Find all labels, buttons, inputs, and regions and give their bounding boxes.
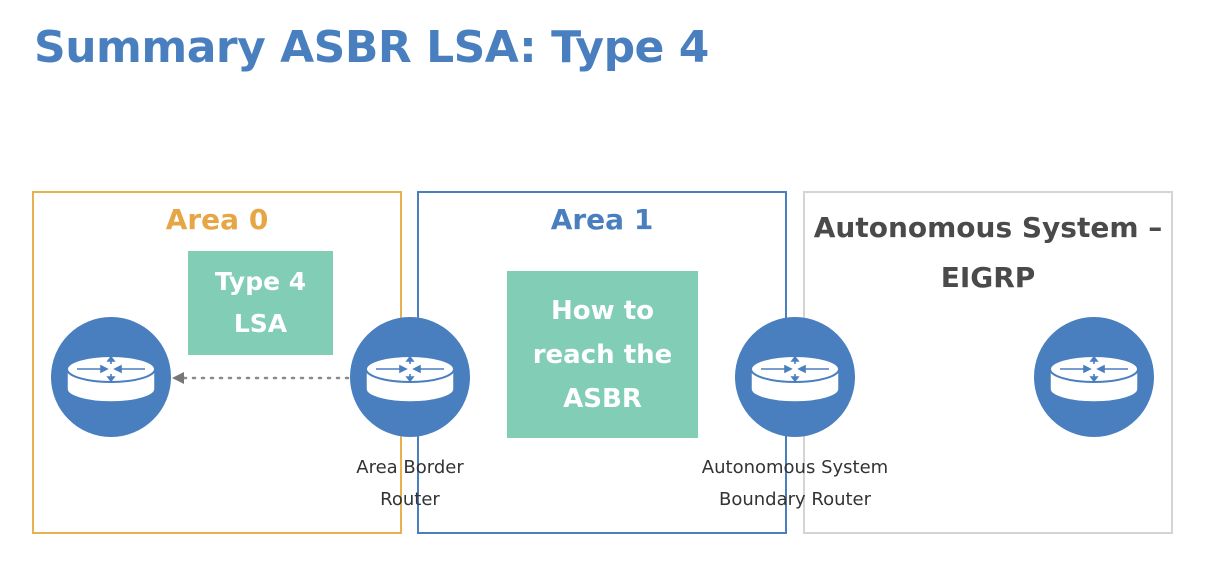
area-0-label: Area 0 [165,203,269,236]
area-border-router-caption: Area Border Router [310,452,510,516]
asbr-router-icon [735,317,855,437]
asbr-caption-line2: Boundary Router [718,489,872,510]
eigrp-router-icon [1034,317,1154,437]
asbr-caption-line1: Autonomous System [701,457,889,478]
asbr-caption: Autonomous System Boundary Router [685,452,905,516]
abr-caption-line2: Router [380,489,440,510]
lsa-flow-arrow [172,372,350,384]
area-1-label: Area 1 [550,203,654,236]
type4-lsa-box: Type 4 LSA [188,251,333,355]
autonomous-system-label: Autonomous System – EIGRP [813,211,1163,294]
how-to-reach-asbr-box: How to reach the ASBR [507,271,698,438]
area-border-router-icon [350,317,470,437]
abr-caption-line1: Area Border [356,457,464,478]
router-icon [51,317,171,437]
page-title: Summary ASBR LSA: Type 4 [34,22,709,73]
